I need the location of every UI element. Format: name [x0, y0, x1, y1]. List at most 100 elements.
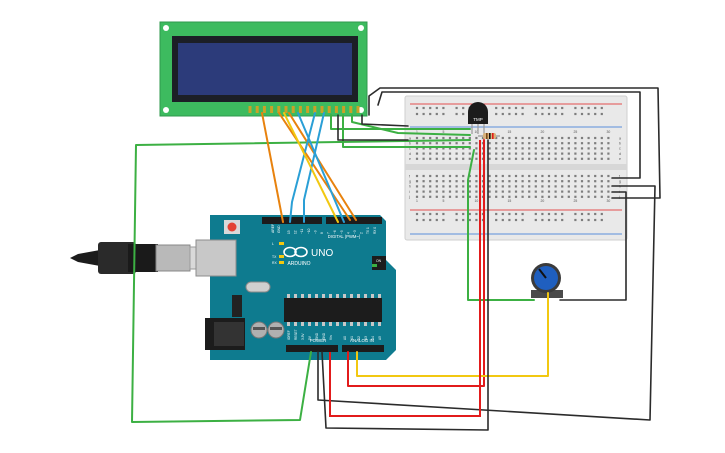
row-letter: a [619, 136, 621, 140]
row-letter: b [409, 142, 411, 146]
digital-pin-label: 12 [294, 230, 298, 234]
row-letter: f [619, 174, 620, 178]
arduino-logo-icon [283, 246, 308, 258]
reset-button[interactable] [224, 220, 240, 234]
digital-header-right[interactable] [326, 217, 382, 224]
wire-yellow-lcd-d-to-pin2 [283, 112, 339, 223]
atmega-chip [284, 294, 382, 326]
wire-black-rail-top [368, 87, 661, 199]
lcd-pin[interactable] [342, 106, 346, 113]
wires [131, 87, 661, 431]
row-letter: g [409, 180, 411, 184]
column-number: 5 [442, 130, 444, 134]
column-number: 20 [541, 199, 545, 203]
led-label-tx: TX [272, 255, 277, 259]
resistor[interactable] [478, 133, 500, 139]
sensor-label: TMP [473, 117, 483, 122]
analog-pin-label: A0 [343, 336, 347, 340]
analog-pin-label: A5 [378, 336, 382, 340]
wire-black-rail-top-2 [377, 91, 641, 179]
power-pin-label: 5V [308, 335, 312, 340]
row-letter: a [409, 136, 411, 140]
wire-black-lcd-vss [337, 114, 409, 141]
row-letter: g [619, 180, 621, 184]
power-pin-label: GND [315, 332, 319, 340]
row-letter: c [619, 147, 621, 151]
digital-pin-label: RX 0 [373, 227, 377, 234]
row-letter: d [619, 152, 621, 156]
row-letter: h [409, 185, 411, 189]
row-letter: i [409, 190, 410, 194]
wire-orange-lcd-d-to-pin5 [278, 112, 351, 221]
arduino-uno-board[interactable]: ARDUINO UNO DIGITAL (PWM~) AREF GND L TX… [195, 215, 396, 360]
digital-pin-label: ~10 [307, 228, 311, 234]
column-number: 1 [416, 199, 418, 203]
power-pin-label: GND [322, 332, 326, 340]
column-number: 20 [541, 130, 545, 134]
wire-black-lcd-rw [361, 114, 409, 127]
lcd-pin-row[interactable] [248, 106, 360, 113]
arduino-brand-label: ARDUINO [287, 261, 310, 267]
column-number: 5 [442, 199, 444, 203]
lcd-pin[interactable] [284, 106, 288, 113]
wire-blue-lcd-d-to-pin3 [297, 112, 345, 223]
lcd-pin[interactable] [306, 106, 310, 113]
column-number: 10 [475, 130, 479, 134]
digital-pin-label: 8 [320, 232, 324, 234]
temperature-sensor[interactable]: TMP [468, 102, 488, 134]
digital-pin-label: ~11 [300, 229, 304, 234]
row-letter: e [619, 157, 621, 161]
wire-green-breadboard-to-lcd [351, 114, 471, 136]
lcd-pin[interactable] [313, 106, 317, 113]
on-label: ON [376, 259, 382, 263]
lcd-pin[interactable] [248, 106, 252, 113]
lcd-pin[interactable] [270, 106, 274, 113]
lcd-pin[interactable] [298, 106, 302, 113]
wire-green-ground-loop [131, 139, 471, 423]
digital-pin-label: 4 [346, 232, 350, 234]
wire-orange-lcd-to-d12 [261, 112, 284, 223]
lcd-pin[interactable] [327, 106, 331, 113]
lcd-pin[interactable] [320, 106, 324, 113]
potentiometer[interactable] [531, 263, 563, 298]
row-letter: c [409, 147, 411, 151]
power-header-label: POWER [310, 338, 327, 343]
analog-header[interactable] [342, 345, 384, 352]
row-letter: j [618, 195, 620, 199]
breadboard-holes[interactable] [415, 106, 610, 222]
lcd-pin[interactable] [349, 106, 353, 113]
aref-label: AREF [271, 224, 275, 233]
row-letter: d [409, 152, 411, 156]
lcd-pin[interactable] [291, 106, 295, 113]
wire-black-pot-right [559, 191, 627, 301]
power-header[interactable] [286, 345, 338, 352]
row-letter: j [408, 195, 410, 199]
lcd-pin[interactable] [334, 106, 338, 113]
digital-header-left[interactable] [262, 217, 322, 224]
lcd-screen [178, 43, 352, 95]
lcd-pin[interactable] [356, 106, 360, 113]
digital-pin-label: ~3 [353, 230, 357, 234]
lcd-pin[interactable] [277, 106, 281, 113]
digital-pin-label: ~5 [340, 230, 344, 234]
digital-pin-label: 2 [360, 232, 364, 234]
row-letter: f [409, 174, 410, 178]
lcd-pin[interactable] [262, 106, 266, 113]
wire-green-lcd-to-breadboard [330, 114, 471, 130]
wire-blue-lcd-to-d10 [303, 112, 325, 223]
column-number: 1 [416, 130, 418, 134]
wire-black-gnd-2 [317, 185, 656, 421]
wire-black-gnd-1 [321, 139, 489, 431]
digital-pin-label: ~9 [313, 230, 317, 234]
wire-orange-lcd-d-to-pin4 [288, 112, 357, 221]
analog-pin-label: A3 [364, 336, 368, 340]
wire-red-5v-visible [329, 140, 481, 417]
lcd-pin[interactable] [255, 106, 259, 113]
power-pin-label: 3.3V [301, 333, 305, 340]
lcd-display[interactable] [159, 21, 368, 117]
